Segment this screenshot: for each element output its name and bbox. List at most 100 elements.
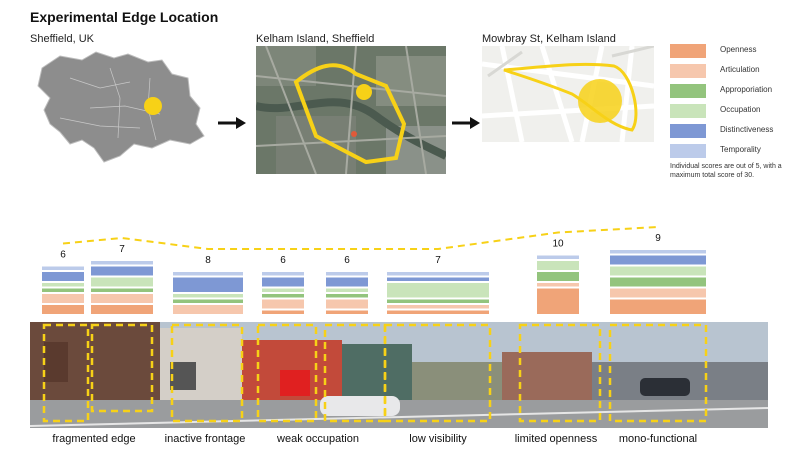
legend-swatch: [670, 44, 706, 58]
score-label: 6: [344, 255, 350, 266]
score-label: 6: [280, 255, 286, 266]
bar-segment: [173, 272, 243, 276]
bar-segment: [387, 305, 489, 309]
legend-swatch: [670, 104, 706, 118]
bar-segment: [91, 288, 153, 292]
score-label: 7: [119, 244, 125, 255]
bar-segment: [610, 255, 706, 265]
highlight-frame: [170, 323, 244, 423]
bar-segment: [262, 277, 304, 287]
highlight-frame: [383, 323, 492, 423]
bar-segment: [387, 277, 489, 281]
caption-fragmented-edge: fragmented edge: [52, 433, 136, 445]
legend-label: Approporiation: [720, 85, 773, 94]
caption-limited-openness: limited openness: [514, 433, 598, 445]
legend-item-distinctiveness: Distinctiveness: [670, 124, 790, 138]
score-chart: 6 7 8 6 6 7 10 9: [42, 226, 706, 314]
kelham-aerial-map: [256, 46, 446, 174]
legend-label: Articulation: [720, 65, 760, 74]
highlight-frame: [256, 323, 318, 423]
bar-segment: [326, 277, 368, 287]
score-label: 7: [435, 255, 441, 266]
bar-segment: [610, 266, 706, 276]
legend-swatch: [670, 144, 706, 158]
bar-segment: [537, 261, 579, 270]
legend-swatch: [670, 124, 706, 138]
bar-segment: [91, 266, 153, 276]
bar-segment: [610, 299, 706, 314]
legend-swatch: [670, 84, 706, 98]
scoring-note: Individual scores are out of 5, with a m…: [670, 163, 782, 179]
caption-inactive-frontage: inactive frontage: [164, 433, 246, 445]
bar-segment: [42, 288, 84, 292]
bar-segment: [326, 272, 368, 276]
bar-segment: [537, 288, 579, 314]
bar-segment: [262, 288, 304, 292]
arrow-right-icon: [218, 117, 246, 129]
highlight-frame: [323, 323, 387, 423]
caption-weak-occupation: weak occupation: [277, 433, 359, 445]
score-label: 6: [60, 250, 66, 261]
bar-segment: [610, 250, 706, 254]
score-label: 9: [655, 233, 661, 244]
bar-segment: [326, 294, 368, 298]
page-title: Experimental Edge Location: [30, 9, 219, 25]
bar-segment: [326, 299, 368, 309]
bar-segment: [326, 288, 368, 292]
legend-item-temporality: Temporality: [670, 144, 790, 158]
bar-segment: [537, 283, 579, 287]
caption-mono-functional: mono-functional: [618, 433, 698, 445]
highlight-frame: [42, 323, 90, 423]
legend-label: Distinctiveness: [720, 125, 774, 134]
mowbray-street-map: [482, 46, 654, 142]
street-panorama: [30, 322, 768, 428]
bar-segment: [173, 277, 243, 292]
bar-segment: [262, 299, 304, 309]
score-label: 8: [205, 255, 211, 266]
bar-segment: [91, 305, 153, 314]
caption-low-visibility: low visibility: [409, 433, 467, 445]
bar-segment: [262, 272, 304, 276]
bar-segment: [42, 294, 84, 303]
bar-segment: [262, 310, 304, 314]
bar-segment: [42, 266, 84, 270]
bar-segment: [42, 272, 84, 281]
legend-label: Occupation: [720, 105, 761, 114]
location-marker: [144, 97, 162, 115]
highlight-frame: [90, 323, 154, 413]
bar-segment: [91, 261, 153, 265]
bar-segment: [610, 288, 706, 298]
bar-segment: [173, 305, 243, 314]
legend-label: Openness: [720, 45, 757, 54]
bar-segment: [610, 277, 706, 287]
sheffield-map: [37, 51, 205, 163]
arrow-right-icon: [452, 117, 480, 129]
bar-segment: [173, 294, 243, 298]
bar-segment: [537, 255, 579, 259]
bar-segment: [387, 310, 489, 314]
sheffield-map-label: Sheffield, UK: [30, 33, 95, 45]
highlight-frame: [518, 323, 602, 423]
mowbray-map-label: Mowbray St, Kelham Island: [482, 33, 616, 45]
bar-segment: [173, 299, 243, 303]
bar-segment: [387, 272, 489, 276]
bar-segment: [537, 272, 579, 281]
highlight-frame: [608, 323, 708, 423]
legend-swatch: [670, 64, 706, 78]
score-trend-line: [62, 226, 659, 250]
bar-segment: [91, 277, 153, 287]
bar-segment: [326, 310, 368, 314]
bar-segment: [387, 283, 489, 298]
kelham-map-label: Kelham Island, Sheffield: [256, 33, 375, 45]
bar-segment: [262, 294, 304, 298]
legend-item-articulation: Articulation: [670, 64, 790, 78]
legend-item-occupation: Occupation: [670, 104, 790, 118]
score-label: 10: [552, 239, 564, 250]
legend-item-openness: Openness: [670, 44, 790, 58]
legend-label: Temporality: [720, 145, 761, 154]
bar-segment: [91, 294, 153, 303]
bar-segment: [42, 283, 84, 287]
legend-item-approporiation: Approporiation: [670, 84, 790, 98]
bar-segment: [42, 305, 84, 314]
bar-segment: [387, 299, 489, 303]
